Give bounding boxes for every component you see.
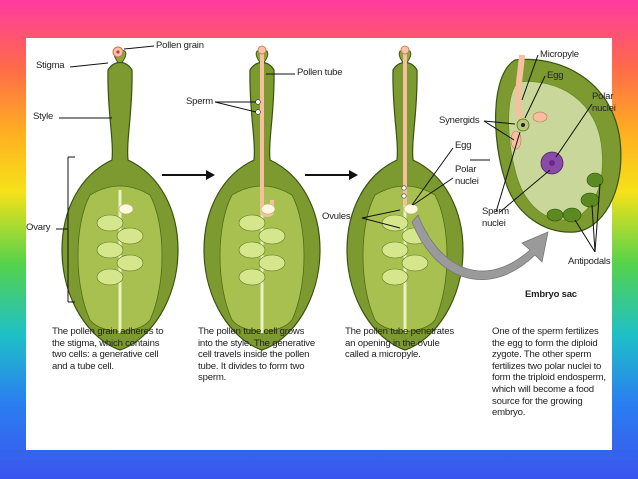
pistil-3: [345, 45, 465, 352]
label-sperm-nuclei-1: Sperm: [482, 206, 509, 217]
caption-line: which will become a food: [492, 383, 594, 395]
label-polar-right-2: nuclei: [592, 103, 616, 114]
sperm-icon: [255, 99, 261, 105]
caption-line: The pollen tube cell grows: [198, 326, 305, 337]
caption-line: and a tube cell.: [52, 360, 114, 372]
label-polar-mid-1: Polar: [455, 164, 477, 175]
pollen-tube-end: [514, 54, 525, 119]
caption-line: tube. It divides to form two: [198, 360, 305, 372]
caption-line: One of the sperm fertilizes: [492, 326, 599, 337]
caption-line: the egg to form the diploid: [492, 337, 598, 349]
caption-line: called a micropyle.: [345, 349, 421, 361]
caption-line: The pollen grain adheres to: [52, 326, 164, 337]
caption-line: source for the growing: [492, 395, 583, 407]
caption-line: into the style. The generative: [198, 337, 316, 349]
label-synergids: Synergids: [439, 115, 480, 126]
label-ovary: Ovary: [26, 222, 51, 233]
caption-step-3: The pollen tube penetrates an opening in…: [345, 326, 485, 361]
caption-line: zygote. The other sperm: [492, 349, 592, 361]
step-arrow-1: [162, 170, 215, 180]
pistil-1: [60, 46, 180, 352]
caption-line: the stigma, which contains: [52, 337, 160, 349]
caption-line: an opening in the ovule: [345, 337, 440, 349]
label-pollen-grain: Pollen grain: [156, 40, 204, 51]
caption-step-1: The pollen grain adheres to the stigma, …: [52, 326, 192, 372]
caption-step-4: One of the sperm fertilizes the egg to f…: [492, 326, 610, 419]
caption-line: form the triploid endosperm,: [492, 372, 606, 384]
label-egg-right: Egg: [547, 70, 564, 81]
label-sperm-nuclei-2: nuclei: [482, 218, 506, 229]
pistil-2: [202, 45, 322, 352]
caption-line: cell travels inside the pollen: [198, 349, 310, 361]
label-style: Style: [33, 111, 54, 122]
caption-line: embryo.: [492, 407, 526, 419]
embryo-sac: [495, 54, 622, 233]
label-antipodals: Antipodals: [568, 256, 611, 267]
label-polar-mid-2: nuclei: [455, 176, 479, 187]
caption-line: sperm.: [198, 372, 227, 384]
label-sperm: Sperm: [186, 96, 213, 107]
step-arrow-2: [305, 170, 358, 180]
caption-line: The pollen tube penetrates: [345, 326, 454, 337]
caption-line: fertilizes two polar nuclei to: [492, 360, 602, 372]
caption-line: two cells: a generative cell: [52, 349, 159, 361]
label-egg-mid: Egg: [455, 140, 472, 151]
caption-step-2: The pollen tube cell grows into the styl…: [198, 326, 343, 384]
label-stigma: Stigma: [36, 60, 65, 71]
label-embryo-sac: Embryo sac: [525, 289, 577, 300]
label-pollen-tube: Pollen tube: [297, 67, 343, 78]
label-polar-right-1: Polar: [592, 91, 614, 102]
leader-lines: [56, 45, 601, 303]
zoom-arrow: [411, 214, 549, 280]
label-micropyle: Micropyle: [540, 49, 579, 60]
label-ovules: Ovules: [322, 211, 351, 222]
